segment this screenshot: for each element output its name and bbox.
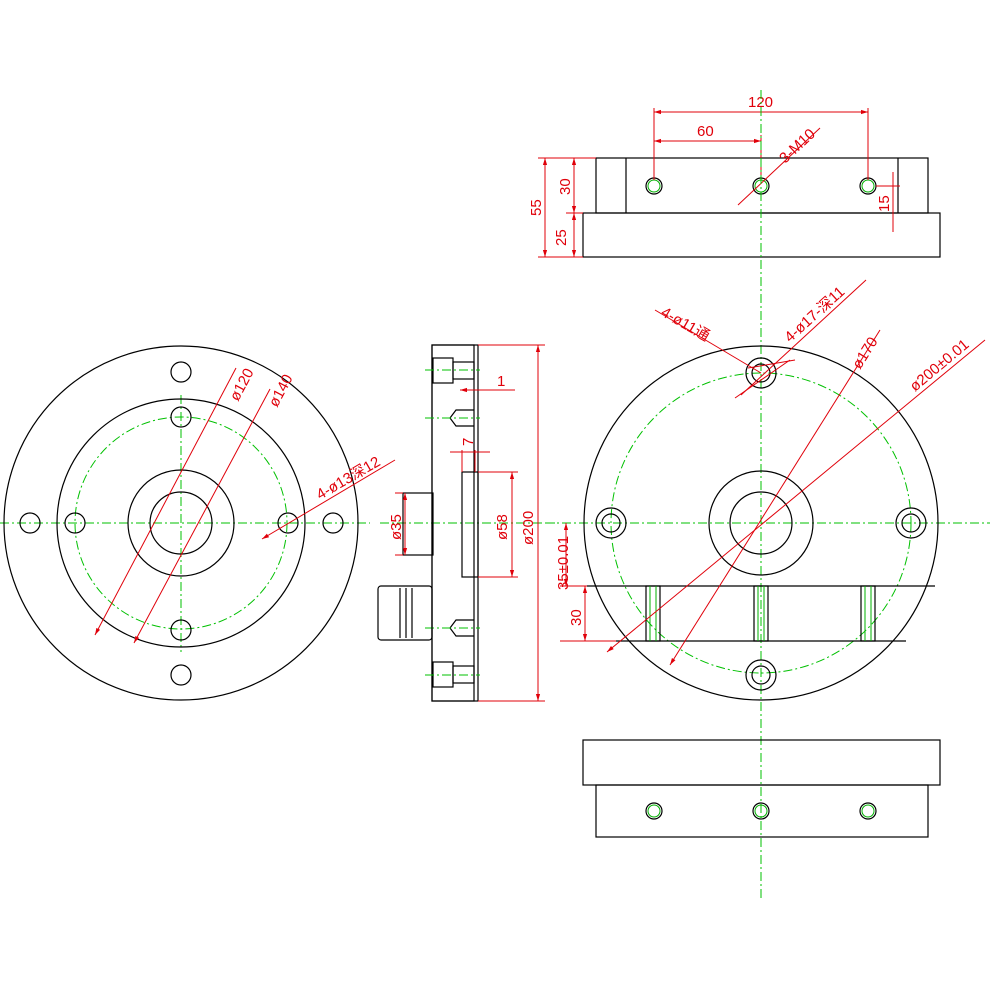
top-view: 120 60 3-M10 55 30 25 15 [528,94,941,258]
top-pocket-step [452,361,475,380]
dia120-leader [94,367,237,636]
hub-circle [127,469,235,577]
thread-leader [737,127,821,206]
right-outer-circle [583,345,939,701]
outer-hole-top [170,361,192,383]
thru-leader [654,309,762,374]
holes-label: 4-ø13深12 [314,453,384,503]
outer-hole-bottom [170,664,192,686]
dia58-label: ø58 [494,514,511,540]
cb-hole-bottom [745,659,777,691]
cb-hole-right [895,507,927,539]
cb-hole-left [595,507,627,539]
cb-hole-top [745,357,777,389]
thread-label: 3-M10 [776,125,819,166]
dia200-leader [606,339,986,653]
bore-circle [149,491,213,555]
section-view: ø200 ø58 ø35 1 7 [377,344,555,702]
cb-leader [740,279,867,396]
outer-hole-right [322,512,344,534]
hub-shoulder [402,492,434,556]
inner-hole-left [64,512,86,534]
outer-flange-circle [3,345,359,701]
right-hub-circle [708,470,814,576]
front-view: ø120 ø140 4-ø13深12 [0,345,396,701]
spigot [461,471,479,578]
bottom-hole-left [645,802,663,820]
inner-ring-circle [56,398,306,648]
dim30-top-label: 30 [557,178,574,195]
bolt-circle [74,416,288,630]
bottom-pocket-step [452,665,475,684]
inner-hole-bottom [170,619,192,641]
dia140-label: ø140 [266,372,297,410]
dim30-right-label: 30 [568,609,585,626]
flange-inner-edge [431,344,475,702]
dim1-label: 1 [497,373,505,390]
bottom-lower-block [595,784,929,838]
right-bore-circle [729,491,793,555]
dim60-label: 60 [697,123,714,140]
dia35-label: ø35 [388,514,405,540]
right-view: 4-ø11通 4-ø17-深11 ø170 ø200±0.01 35±0.01 … [545,90,990,900]
inner-hole-right [277,512,299,534]
dim15-label: 15 [876,195,893,212]
bottom-view [582,739,941,838]
dim55-label: 55 [528,199,545,216]
dia120-label: ø120 [227,366,258,404]
dim7-label: 7 [460,438,477,446]
bottom-hole-right [859,802,877,820]
cb-label: 4-ø17-深11 [781,283,848,346]
dia170-leader [669,329,881,666]
inner-hole-top [170,406,192,428]
right-bolt-circle [610,372,912,674]
outer-hole-left [19,512,41,534]
dim25-label: 25 [553,229,570,246]
dia170-label: ø170 [849,334,882,372]
dim35-label: 35±0.01 [555,536,572,590]
dia140-leader [133,388,271,644]
dia200-side-label: ø200 [520,511,537,545]
thru-label: 4-ø11通 [658,304,712,345]
dia200-label: ø200±0.01 [907,336,973,395]
side-boss [377,585,433,641]
holes-leader [261,459,396,540]
bottom-hole-mid [752,802,770,820]
